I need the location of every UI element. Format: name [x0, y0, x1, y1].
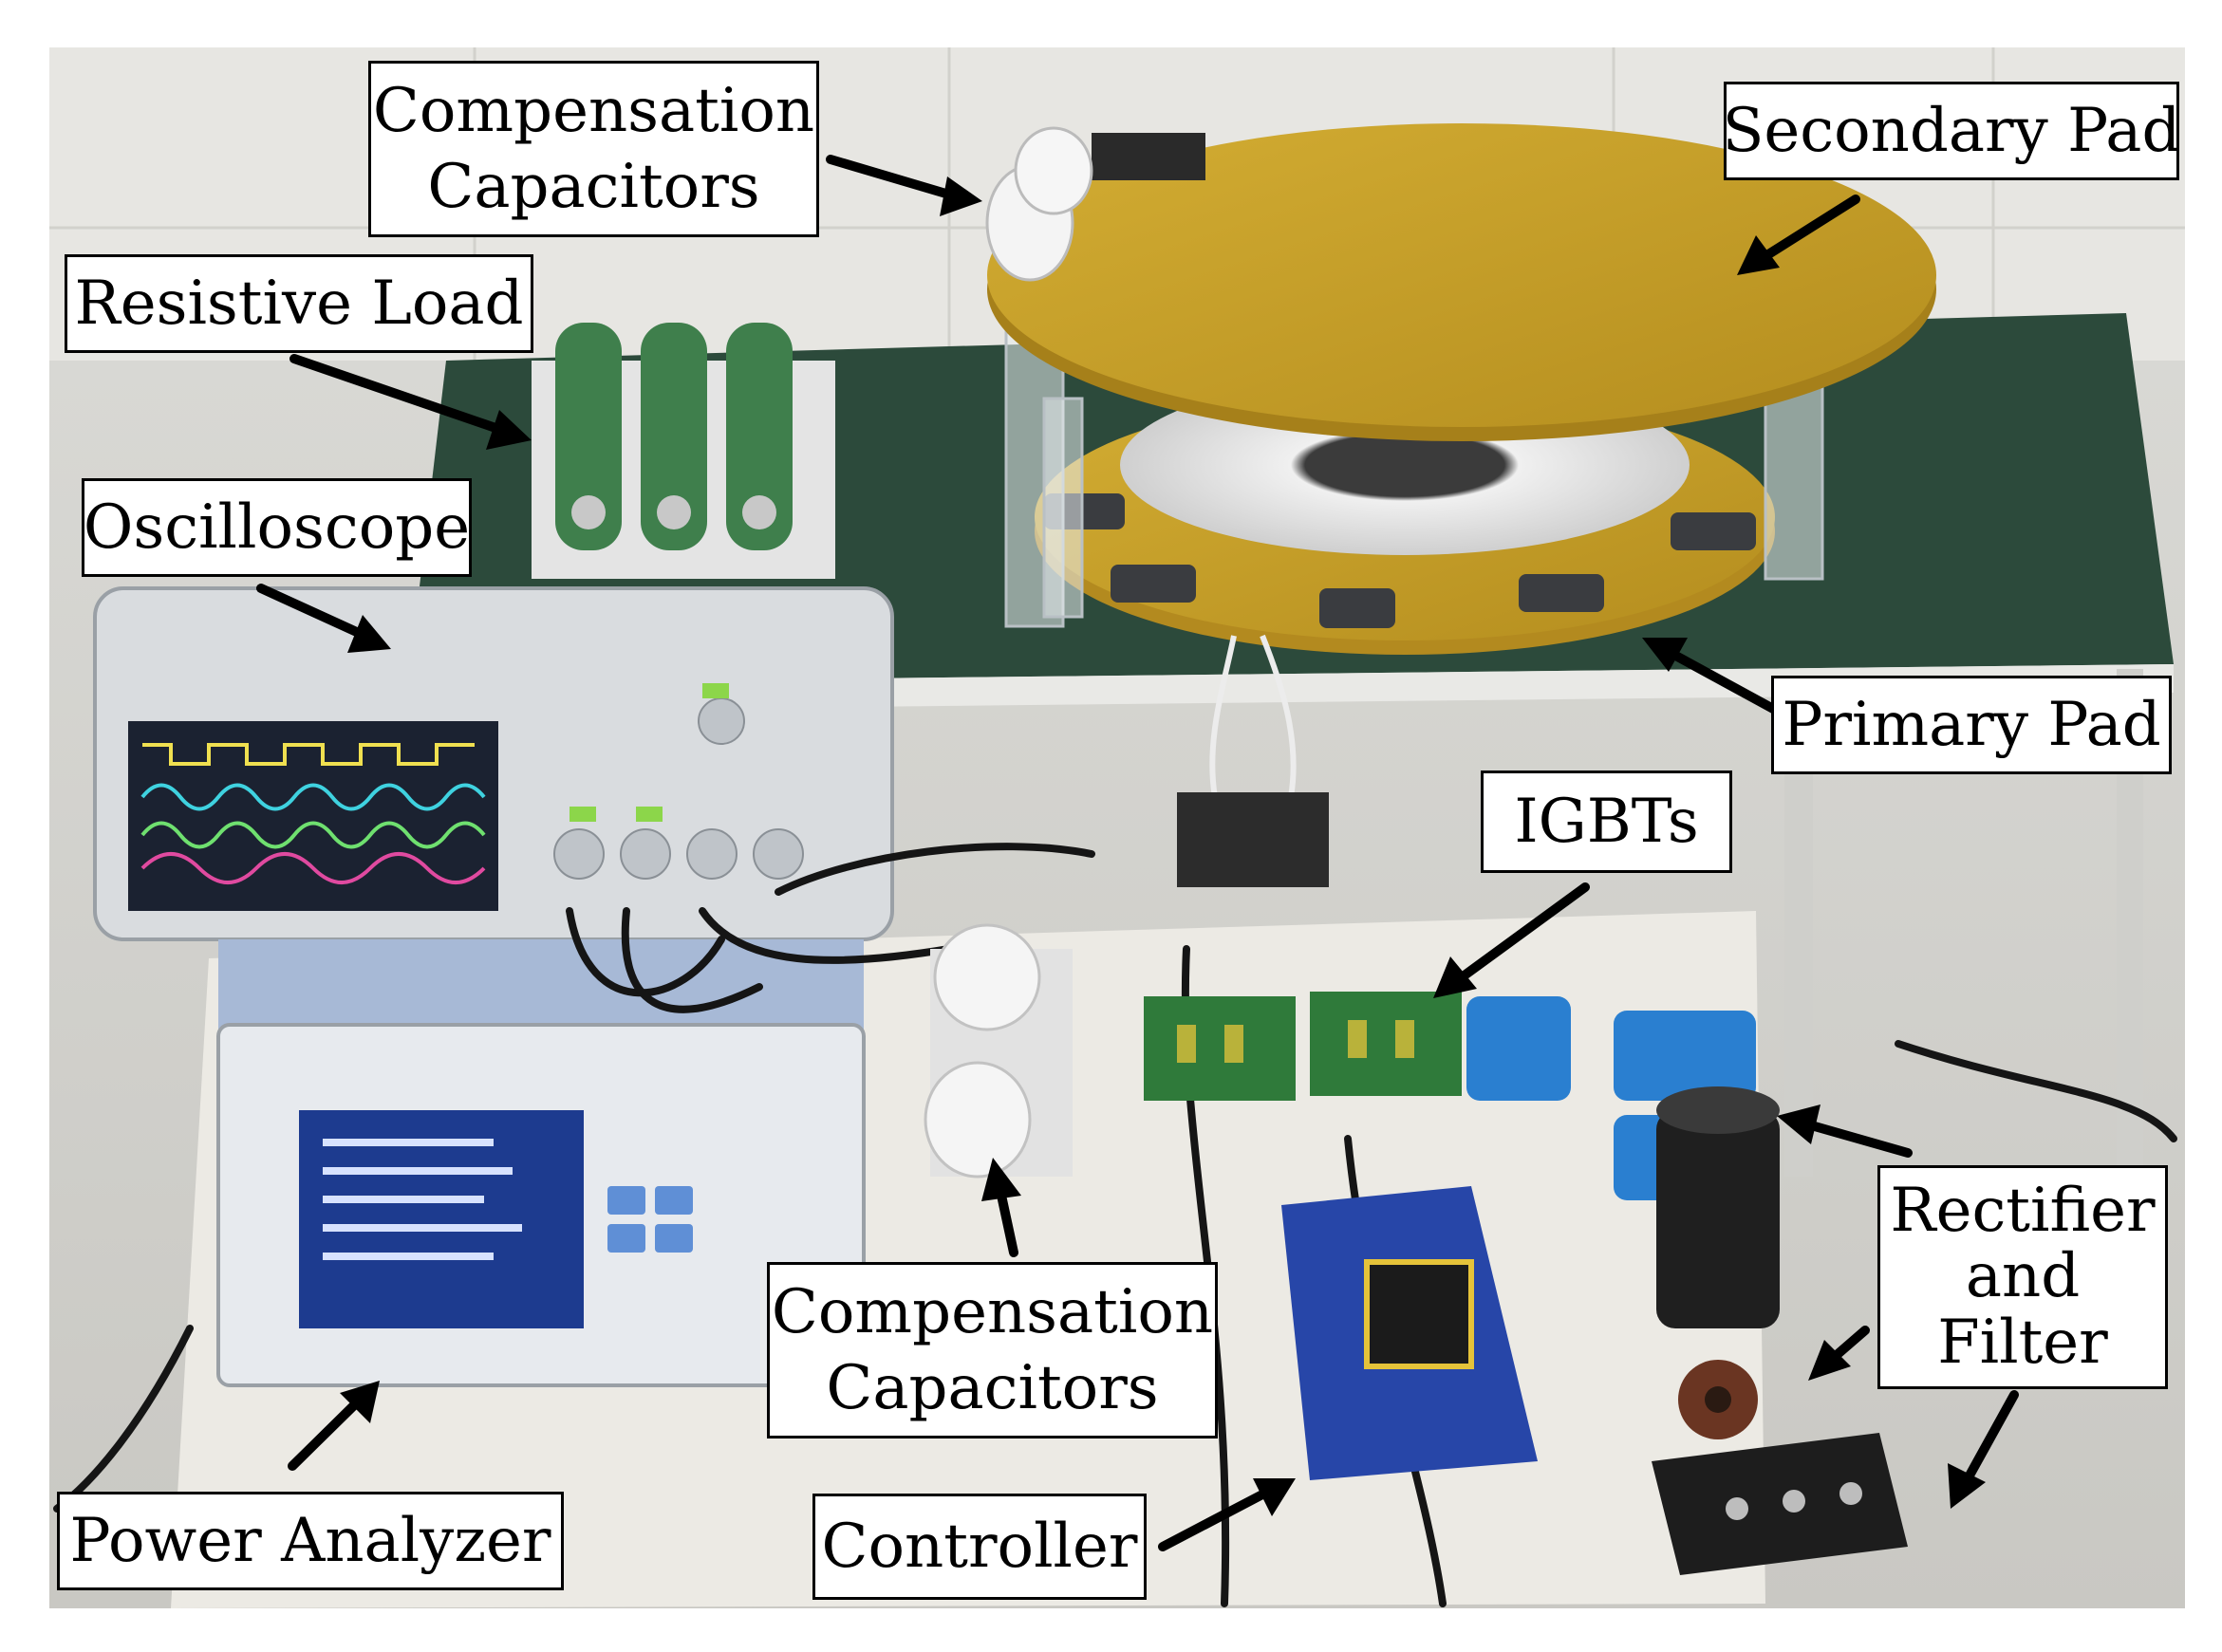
label-text: Oscilloscope [83, 492, 471, 563]
label-line: Compensation [372, 76, 815, 146]
label-compensation-capacitors-bottom: Compensation Capacitors [767, 1262, 1218, 1439]
label-text: Primary Pad [1782, 690, 2161, 760]
label-line: Filter [1937, 1307, 2108, 1378]
label-text: Power Analyzer [69, 1506, 551, 1576]
label-igbts: IGBTs [1481, 770, 1732, 873]
label-line: Capacitors [826, 1353, 1159, 1423]
label-compensation-capacitors-top: Compensation Capacitors [368, 61, 819, 237]
label-text: Controller [821, 1512, 1138, 1582]
label-power-analyzer: Power Analyzer [57, 1492, 564, 1590]
label-oscilloscope: Oscilloscope [82, 478, 472, 577]
label-resistive-load: Resistive Load [65, 254, 533, 353]
label-line: Compensation [771, 1277, 1214, 1347]
label-text: Secondary Pad [1722, 96, 2181, 166]
label-rectifier-and-filter: Rectifier and Filter [1877, 1165, 2168, 1389]
label-secondary-pad: Secondary Pad [1722, 82, 2181, 180]
label-line: Capacitors [427, 152, 760, 222]
label-line: Rectifier [1890, 1176, 2156, 1247]
label-text: IGBTs [1514, 787, 1699, 857]
label-primary-pad: Primary Pad [1771, 676, 2172, 774]
label-text: Resistive Load [74, 269, 524, 339]
label-line: and [1965, 1241, 2081, 1312]
label-controller: Controller [812, 1494, 1147, 1600]
